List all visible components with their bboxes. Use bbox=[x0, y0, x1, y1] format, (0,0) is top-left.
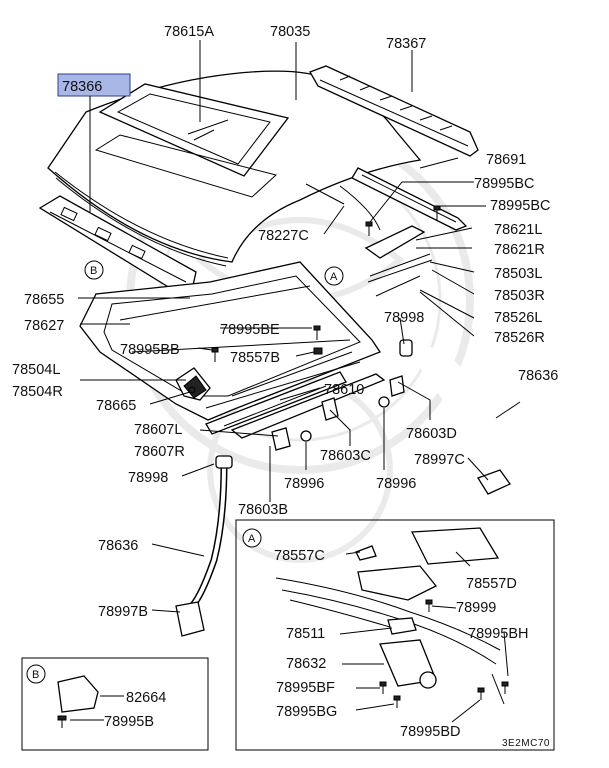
label-78995be: 78995BE bbox=[220, 322, 280, 338]
label-78503r: 78503R bbox=[494, 288, 545, 304]
label-78995bh: 78995BH bbox=[468, 626, 528, 642]
drain-hose-left bbox=[175, 455, 233, 637]
detail-a-box bbox=[235, 519, 555, 751]
sunroof-glass-lid bbox=[98, 83, 290, 177]
label-78636-top: 78636 bbox=[518, 368, 558, 384]
label-78691: 78691 bbox=[486, 152, 526, 168]
label-78997c: 78997C bbox=[414, 452, 465, 468]
label-78035: 78035 bbox=[270, 24, 310, 40]
label-82664: 82664 bbox=[126, 690, 166, 706]
fastener-screws bbox=[188, 205, 441, 394]
label-78511: 78511 bbox=[286, 626, 325, 642]
label-78526r: 78526R bbox=[494, 330, 545, 346]
label-78995b: 78995B bbox=[104, 714, 154, 730]
label-78996-1: 78996 bbox=[284, 476, 324, 492]
label-78665: 78665 bbox=[96, 398, 136, 414]
diagram-code: 3E2MC70 bbox=[502, 738, 550, 749]
label-78995bb: 78995BB bbox=[120, 342, 180, 358]
label-78603c: 78603C bbox=[320, 448, 371, 464]
roof-opening bbox=[94, 134, 278, 198]
label-78603b: 78603B bbox=[238, 502, 288, 518]
roof-front-rail bbox=[309, 65, 479, 157]
svg-text:B: B bbox=[90, 265, 97, 277]
svg-text:B: B bbox=[32, 669, 39, 681]
detail-b-box bbox=[21, 657, 209, 751]
sunroof-front-frame bbox=[38, 195, 197, 291]
label-78504l: 78504L bbox=[12, 362, 60, 378]
callout-b-box: B bbox=[26, 664, 46, 684]
hose-clips bbox=[271, 375, 405, 451]
label-78996-2: 78996 bbox=[376, 476, 416, 492]
label-78998-top: 78998 bbox=[384, 310, 424, 326]
svg-text:A: A bbox=[248, 533, 256, 545]
label-78557d: 78557D bbox=[466, 576, 517, 592]
label-78227c: 78227C bbox=[258, 228, 309, 244]
label-78997b: 78997B bbox=[98, 604, 148, 620]
label-78995bd: 78995BD bbox=[400, 724, 460, 740]
label-78610: 78610 bbox=[324, 382, 364, 398]
drain-hose-right bbox=[399, 339, 511, 495]
label-78503l: 78503L bbox=[494, 266, 542, 282]
detail-a-screws bbox=[379, 599, 509, 708]
label-78627: 78627 bbox=[24, 318, 64, 334]
label-78995bc-2: 78995BC bbox=[490, 198, 550, 214]
lower-rail-plate bbox=[230, 373, 386, 439]
leader-lines bbox=[70, 40, 521, 723]
label-78636-left: 78636 bbox=[98, 538, 138, 554]
label-78367: 78367 bbox=[386, 36, 426, 52]
label-78999: 78999 bbox=[456, 600, 496, 616]
highlighted-part-box bbox=[57, 73, 131, 97]
label-78526l: 78526L bbox=[494, 310, 542, 326]
label-78621r: 78621R bbox=[494, 242, 545, 258]
detail-b-parts bbox=[57, 675, 99, 728]
label-78607l: 78607L bbox=[134, 422, 182, 438]
callout-b-main: B bbox=[84, 260, 104, 280]
label-78504r: 78504R bbox=[12, 384, 63, 400]
drive-cable-set bbox=[305, 183, 433, 297]
label-78366: 78366 bbox=[62, 79, 102, 95]
part-number-labels: 78366 78615A 78035 78367 78691 78995BC 7… bbox=[12, 24, 558, 749]
callout-a-box: A bbox=[242, 528, 262, 548]
label-78995bg: 78995BG bbox=[276, 704, 337, 720]
label-78998-left: 78998 bbox=[128, 470, 168, 486]
label-78607r: 78607R bbox=[134, 444, 185, 460]
label-78557b: 78557B bbox=[230, 350, 280, 366]
callout-a-main: A bbox=[324, 266, 344, 286]
drip-rail bbox=[351, 167, 468, 231]
label-78632: 78632 bbox=[286, 656, 326, 672]
label-78621l: 78621L bbox=[494, 222, 542, 238]
label-78655: 78655 bbox=[24, 292, 64, 308]
detail-a-parts bbox=[275, 527, 505, 705]
label-78995bf: 78995BF bbox=[276, 680, 335, 696]
label-78995bc-1: 78995BC bbox=[474, 176, 534, 192]
svg-text:A: A bbox=[330, 271, 338, 283]
label-78615a: 78615A bbox=[164, 24, 214, 40]
label-78603d: 78603D bbox=[406, 426, 457, 442]
label-78557c: 78557C bbox=[274, 548, 325, 564]
